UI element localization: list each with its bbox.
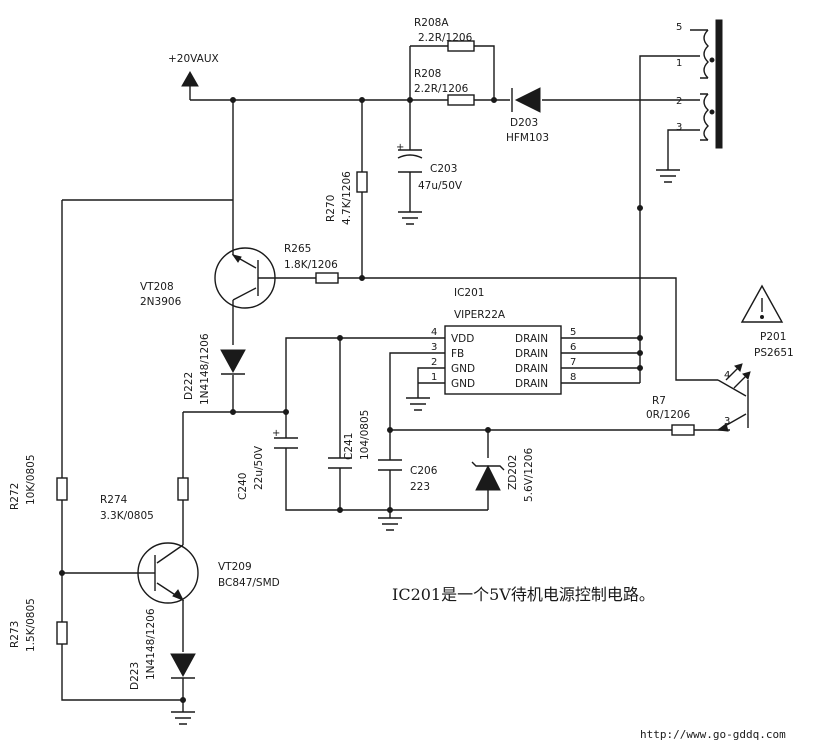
p201-ref: P201 <box>760 331 786 343</box>
transformer-pin-3: 3 <box>676 122 682 133</box>
c206-ref: C206 <box>410 465 438 477</box>
transformer-pin-1: 1 <box>676 58 682 69</box>
ic-pin-8-name: DRAIN <box>515 378 548 390</box>
circuit-note: IC201是一个5V待机电源控制电路。 <box>392 585 655 604</box>
d222-value: 1N4148/1206 <box>199 333 211 405</box>
r274-value: 3.3K/0805 <box>100 510 154 522</box>
r272-value: 10K/0805 <box>25 454 37 505</box>
ic-pin-5-num: 5 <box>570 327 576 338</box>
ic-pin-4-num: 4 <box>431 327 437 338</box>
c241-value: 104/0805 <box>359 410 371 460</box>
c203-value: 47u/50V <box>418 180 463 192</box>
r265-ref: R265 <box>284 243 311 255</box>
r265-body <box>315 272 339 284</box>
transformer-pin-5: 5 <box>676 22 682 33</box>
r273-value: 1.5K/0805 <box>25 598 37 652</box>
svg-text:+: + <box>272 428 280 439</box>
c203-ref: C203 <box>430 163 457 175</box>
p201-value: PS2651 <box>754 347 794 359</box>
ic-pin-5-name: DRAIN <box>515 333 548 345</box>
r273-body <box>56 621 68 645</box>
d222-ref: D222 <box>183 372 195 400</box>
vt208-symbol <box>214 247 276 309</box>
optocoupler-symbol <box>716 363 751 432</box>
zd202-ref: ZD202 <box>507 455 519 490</box>
capacitor-symbols: + + <box>272 142 423 482</box>
c241-ref: C241 <box>343 433 355 460</box>
d203-value: HFM103 <box>506 132 549 144</box>
ic-pin-2-num: 2 <box>431 357 437 368</box>
r272-body <box>56 477 68 501</box>
ic-pin-7-name: DRAIN <box>515 363 548 375</box>
opto-pin-4: 4 <box>724 370 730 381</box>
r7-body <box>671 424 695 436</box>
website-url: http://www.go-gddq.com <box>640 728 786 741</box>
ic-pin-3-num: 3 <box>431 342 437 353</box>
r265-value: 1.8K/1206 <box>284 259 338 271</box>
vt208-value: 2N3906 <box>140 296 182 308</box>
opto-pin-3: 3 <box>724 416 730 427</box>
ic-pin-4-name: VDD <box>451 333 474 345</box>
zd202-value: 5.6V/1206 <box>523 448 535 502</box>
vt209-value: BC847/SMD <box>218 577 280 589</box>
vt209-symbol <box>137 542 199 604</box>
zd202-symbol <box>471 461 505 491</box>
d223-symbol <box>170 653 196 679</box>
ic201-part: VIPER22A <box>454 309 506 321</box>
ic201-ref: IC201 <box>454 287 484 299</box>
r208-ref: R208 <box>414 68 441 80</box>
ic-pin-3-name: FB <box>451 348 464 360</box>
supply-label: +20VAUX <box>168 53 219 65</box>
ic-pin-2-name: GND <box>451 363 475 375</box>
r7-ref: R7 <box>652 395 666 407</box>
r273-ref: R273 <box>9 621 21 648</box>
r7-value: 0R/1206 <box>646 409 691 421</box>
supply-arrow <box>181 70 199 87</box>
c206-value: 223 <box>410 481 430 493</box>
svg-text:+: + <box>396 142 404 153</box>
c240-ref: C240 <box>237 473 249 500</box>
r270-value: 4.7K/1206 <box>341 171 353 225</box>
warning-triangle-icon <box>740 284 784 323</box>
c240-value: 22u/50V <box>253 445 265 490</box>
r270-body <box>356 171 368 193</box>
r208-body <box>447 94 475 106</box>
d203-ref: D203 <box>510 117 538 129</box>
d222-symbol <box>220 349 246 375</box>
r274-ref: R274 <box>100 494 128 506</box>
d223-value: 1N4148/1206 <box>145 608 157 680</box>
ic-pin-6-name: DRAIN <box>515 348 548 360</box>
r274-body <box>177 477 189 501</box>
r208a-body <box>447 40 475 52</box>
r272-ref: R272 <box>9 483 21 510</box>
r208a-ref: R208A <box>414 17 449 29</box>
ic-pin-1-num: 1 <box>431 372 437 383</box>
d203-symbol <box>511 87 541 113</box>
ic-pin-8-num: 8 <box>570 372 576 383</box>
ic-pin-6-num: 6 <box>570 342 576 353</box>
transformer <box>690 19 723 149</box>
r208-value: 2.2R/1206 <box>414 83 469 95</box>
vt208-ref: VT208 <box>140 281 174 293</box>
resistor-bodies <box>56 40 695 645</box>
ic-pin-7-num: 7 <box>570 357 576 368</box>
ic201-box <box>444 325 562 395</box>
ground-symbols <box>171 169 680 725</box>
d223-ref: D223 <box>129 662 141 690</box>
junction-dots <box>59 97 643 703</box>
r208a-value: 2.2R/1206 <box>418 32 473 44</box>
wires <box>61 45 730 712</box>
vt209-ref: VT209 <box>218 561 252 573</box>
r270-ref: R270 <box>325 195 337 222</box>
transformer-pin-2: 2 <box>676 96 682 107</box>
ic-pin-1-name: GND <box>451 378 475 390</box>
